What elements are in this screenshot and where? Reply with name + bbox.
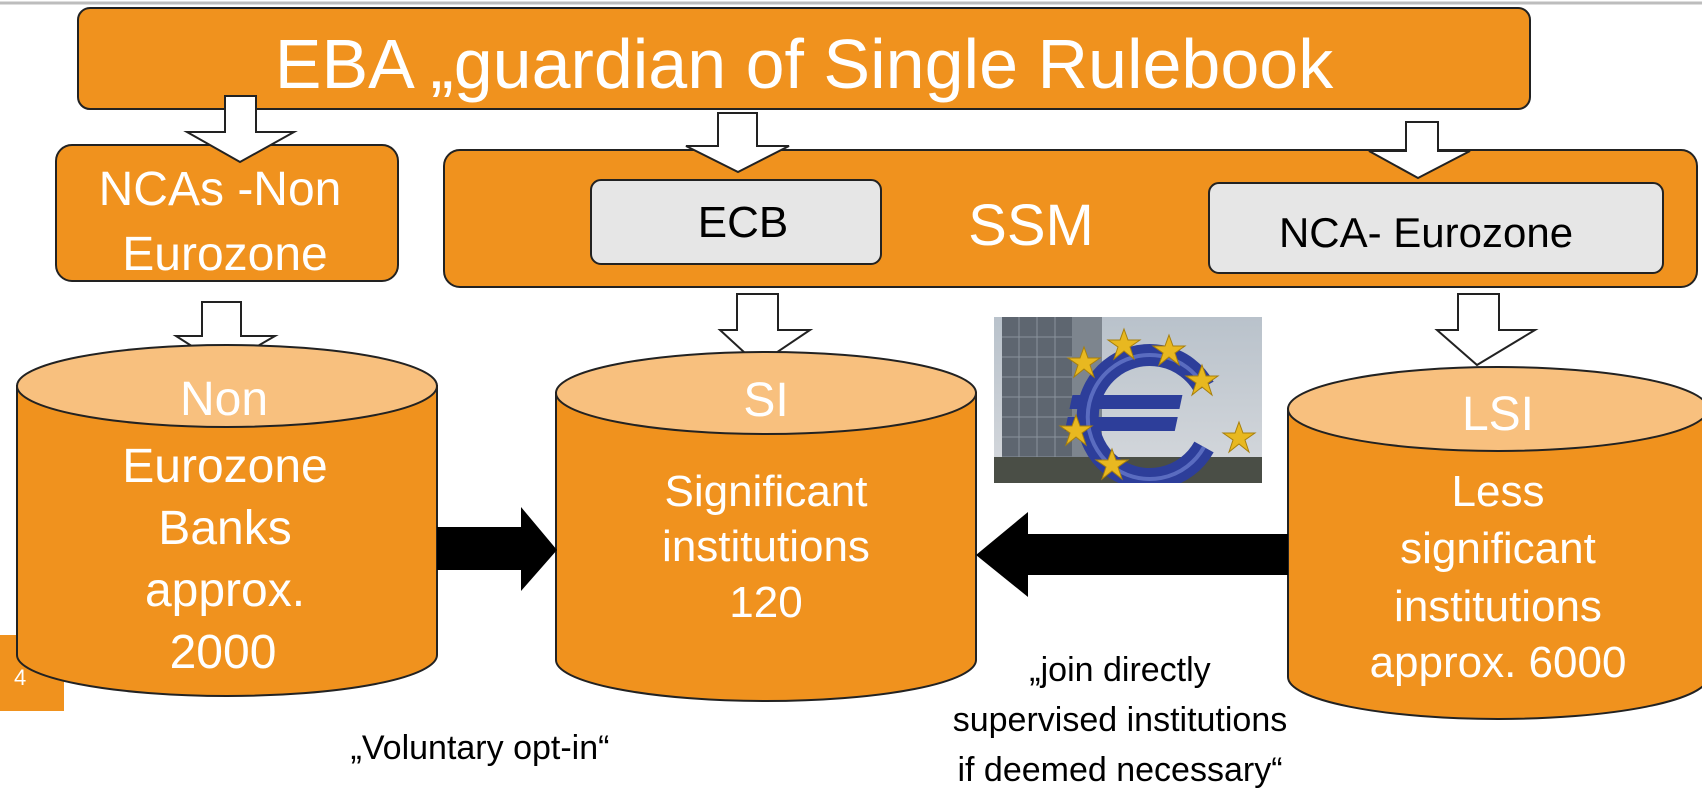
arrow-eba-to-ecb: [685, 112, 790, 174]
ecb-box: [590, 179, 882, 265]
arrow-join-directly: [976, 512, 1288, 597]
cylinder-non-eurozone: [16, 344, 438, 697]
si-title: SI: [743, 374, 788, 427]
arrow-voluntary-opt-in: [437, 507, 557, 591]
arrow-nca-to-lsi: [1434, 293, 1539, 367]
arrow-eba-to-nca-eurozone: [1368, 121, 1471, 180]
lsi-line4: approx. 6000: [1370, 638, 1627, 687]
caption-join-directly-line2: supervised institutions: [952, 701, 1288, 739]
ssm-label: SSM: [968, 193, 1094, 258]
nca-eurozone-label: NCA- Eurozone: [1279, 209, 1573, 256]
non-eurozone-line1: Eurozone: [122, 440, 327, 493]
lsi-title: LSI: [1462, 388, 1534, 441]
caption-join-directly-line3: if deemed necessary“: [957, 751, 1283, 789]
caption-join-directly-line1: „join directly: [1029, 651, 1211, 689]
arrow-eba-to-ncas: [183, 95, 298, 164]
non-eurozone-title: Non: [180, 373, 268, 426]
ecb-label: ECB: [698, 198, 788, 247]
cylinder-si: [555, 351, 977, 702]
si-line2: institutions: [662, 522, 870, 571]
non-eurozone-line4: 2000: [170, 626, 277, 679]
slide-number: 4: [14, 665, 26, 690]
si-line1: Significant: [664, 467, 867, 516]
eba-box: [77, 7, 1531, 110]
non-eurozone-line2: Banks: [158, 502, 291, 555]
lsi-line3: institutions: [1394, 582, 1602, 631]
eba-label: EBA „guardian of Single Rulebook: [275, 25, 1334, 103]
photo-icon: [994, 317, 1262, 483]
euro-sculpture-photo: [994, 317, 1262, 483]
cylinder-lsi: [1287, 366, 1702, 720]
nca-eurozone-box: [1208, 182, 1664, 274]
non-eurozone-line3: approx.: [145, 564, 305, 617]
lsi-line2: significant: [1400, 524, 1596, 573]
ncas-non-eurozone-line2: Eurozone: [122, 228, 327, 281]
arrow-ecb-to-si: [717, 293, 814, 367]
caption-voluntary-opt-in: „Voluntary opt-in“: [350, 729, 610, 767]
si-line3: 120: [729, 578, 802, 627]
lsi-line1: Less: [1452, 467, 1545, 516]
ncas-non-eurozone-line1: NCAs -Non: [99, 163, 342, 216]
